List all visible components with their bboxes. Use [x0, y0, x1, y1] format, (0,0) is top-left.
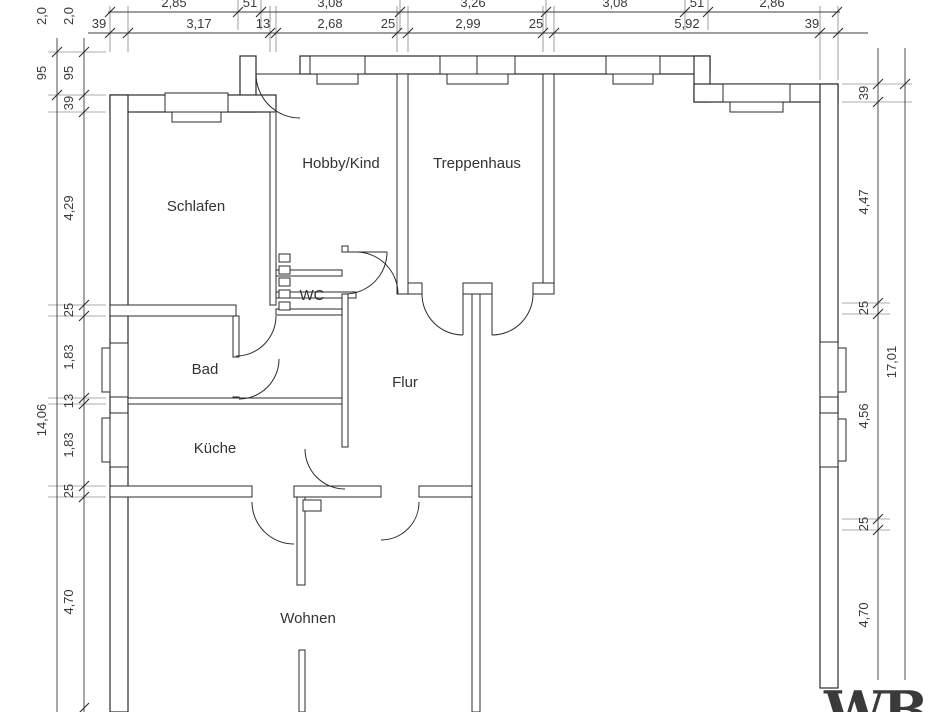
door-wc — [344, 251, 388, 295]
dim-label: 25 — [856, 301, 871, 315]
room-label-wc: WC — [300, 287, 325, 304]
wall-treppenhaus-right — [542, 73, 555, 295]
window-top-right-inner — [605, 55, 661, 85]
dim-labels-right: 39 4,47 25 4,56 25 4,70 17,01 — [856, 86, 899, 628]
dimension-lines — [56, 11, 906, 712]
wall-wohnen-stub — [298, 649, 306, 712]
dim-label: 3,17 — [186, 16, 211, 31]
wall-entry-center-stub — [462, 282, 493, 295]
dimension-ticks — [51, 6, 911, 712]
wall-wc-right-stub — [341, 245, 349, 253]
dim-label: 51 — [243, 0, 257, 10]
dim-label: 2,85 — [161, 0, 186, 10]
dim-label: 39 — [805, 16, 819, 31]
room-label-bad: Bad — [192, 361, 219, 378]
dim-label: 4,70 — [61, 589, 76, 614]
wall-wc-top — [275, 269, 343, 277]
dim-label: 25 — [381, 16, 395, 31]
door-entry-left — [421, 293, 464, 336]
dim-label: 4,47 — [856, 189, 871, 214]
wall-flur-left — [341, 293, 349, 448]
wall-treppenhaus-bottom-right — [532, 282, 555, 295]
wall-bottom-mid-segment — [293, 485, 382, 498]
dim-label: 95 — [61, 66, 76, 80]
wall-schlafen-hobby — [269, 111, 277, 306]
door-hobby — [355, 251, 399, 295]
dim-label: 25 — [856, 517, 871, 531]
dim-label: 5,92 — [674, 16, 699, 31]
dim-label: 13 — [61, 394, 76, 408]
dim-label: 2,0 — [34, 7, 49, 25]
dim-label: 25 — [529, 16, 543, 31]
room-label-wohnen: Wohnen — [280, 610, 336, 627]
wall-bottom-right-segment — [418, 485, 473, 498]
dim-label: 3,26 — [460, 0, 485, 10]
dim-label: 25 — [61, 484, 76, 498]
extension-lines — [48, 0, 912, 531]
logo-wb: WB — [823, 679, 926, 712]
dim-label: 2,99 — [455, 16, 480, 31]
room-label-flur: Flur — [392, 374, 418, 391]
room-label-hobby-kind: Hobby/Kind — [302, 155, 380, 172]
dim-labels-top-upper: 2,85 51 3,08 3,26 3,08 51 2,86 — [161, 0, 784, 10]
dim-label: 2,68 — [317, 16, 342, 31]
window-kueche — [101, 412, 129, 468]
room-label-schlafen: Schlafen — [167, 198, 225, 215]
wall-bad-right-upper — [232, 315, 240, 358]
wall-treppenhaus-bottom-left — [407, 282, 423, 295]
dim-label: 39 — [61, 96, 76, 110]
dim-label: 51 — [690, 0, 704, 10]
doors-layer — [235, 73, 534, 545]
dim-label: 3,08 — [317, 0, 342, 10]
window-right-lower — [819, 412, 847, 468]
dim-labels-left-outer: 2,0 95 14,06 — [34, 7, 49, 436]
wall-hobby-bottom — [275, 291, 357, 299]
shaft-hatch — [278, 253, 291, 311]
window-schlafen — [164, 92, 229, 123]
door-entry-right — [491, 293, 534, 336]
door-kueche-wohnen — [251, 501, 295, 545]
chimney-box — [302, 499, 322, 512]
dim-label: 1,83 — [61, 344, 76, 369]
wall-bottom-left-segment — [109, 485, 253, 498]
door-terrace — [255, 73, 301, 119]
wall-flur-spine — [471, 293, 481, 712]
dim-label: 3,08 — [602, 0, 627, 10]
dim-label: 4,70 — [856, 602, 871, 627]
dim-labels-top-main: 39 3,17 13 2,68 25 2,99 25 5,92 39 — [92, 16, 819, 31]
dim-label: 1,83 — [61, 432, 76, 457]
dim-label: 4,29 — [61, 195, 76, 220]
window-right-upper — [819, 341, 847, 398]
dim-label: 2,0 — [61, 7, 76, 25]
door-kueche — [304, 448, 346, 490]
dim-label: 2,86 — [759, 0, 784, 10]
window-bad — [101, 342, 129, 398]
windows-layer — [101, 55, 847, 468]
wall-chimney-stub — [296, 496, 306, 586]
dim-label: 14,06 — [34, 404, 49, 437]
wall-hobby-treppenhaus — [396, 73, 409, 295]
window-hobby — [309, 55, 366, 85]
room-label-kueche: Küche — [194, 440, 237, 457]
dim-labels-left-inner: 2,0 95 39 4,29 25 1,83 13 1,83 25 4,70 — [61, 7, 76, 615]
window-treppenhaus — [439, 55, 516, 85]
door-bad — [238, 358, 280, 400]
wall-bad-kueche — [127, 397, 343, 405]
room-label-treppenhaus: Treppenhaus — [433, 155, 521, 172]
dim-label: 4,56 — [856, 403, 871, 428]
dim-label: 39 — [856, 86, 871, 100]
dim-label: 95 — [34, 66, 49, 80]
dim-label: 13 — [256, 16, 270, 31]
door-schlafen — [235, 315, 277, 357]
wall-schlafen-bottom — [109, 304, 237, 317]
dim-label: 39 — [92, 16, 106, 31]
dim-label: 25 — [61, 303, 76, 317]
door-flur-wohnen — [380, 501, 420, 541]
wall-left-outer — [109, 94, 129, 712]
dim-label: 17,01 — [884, 346, 899, 379]
window-top-right-outer — [722, 83, 791, 113]
room-labels: Schlafen Hobby/Kind Treppenhaus WC Bad F… — [167, 155, 521, 627]
